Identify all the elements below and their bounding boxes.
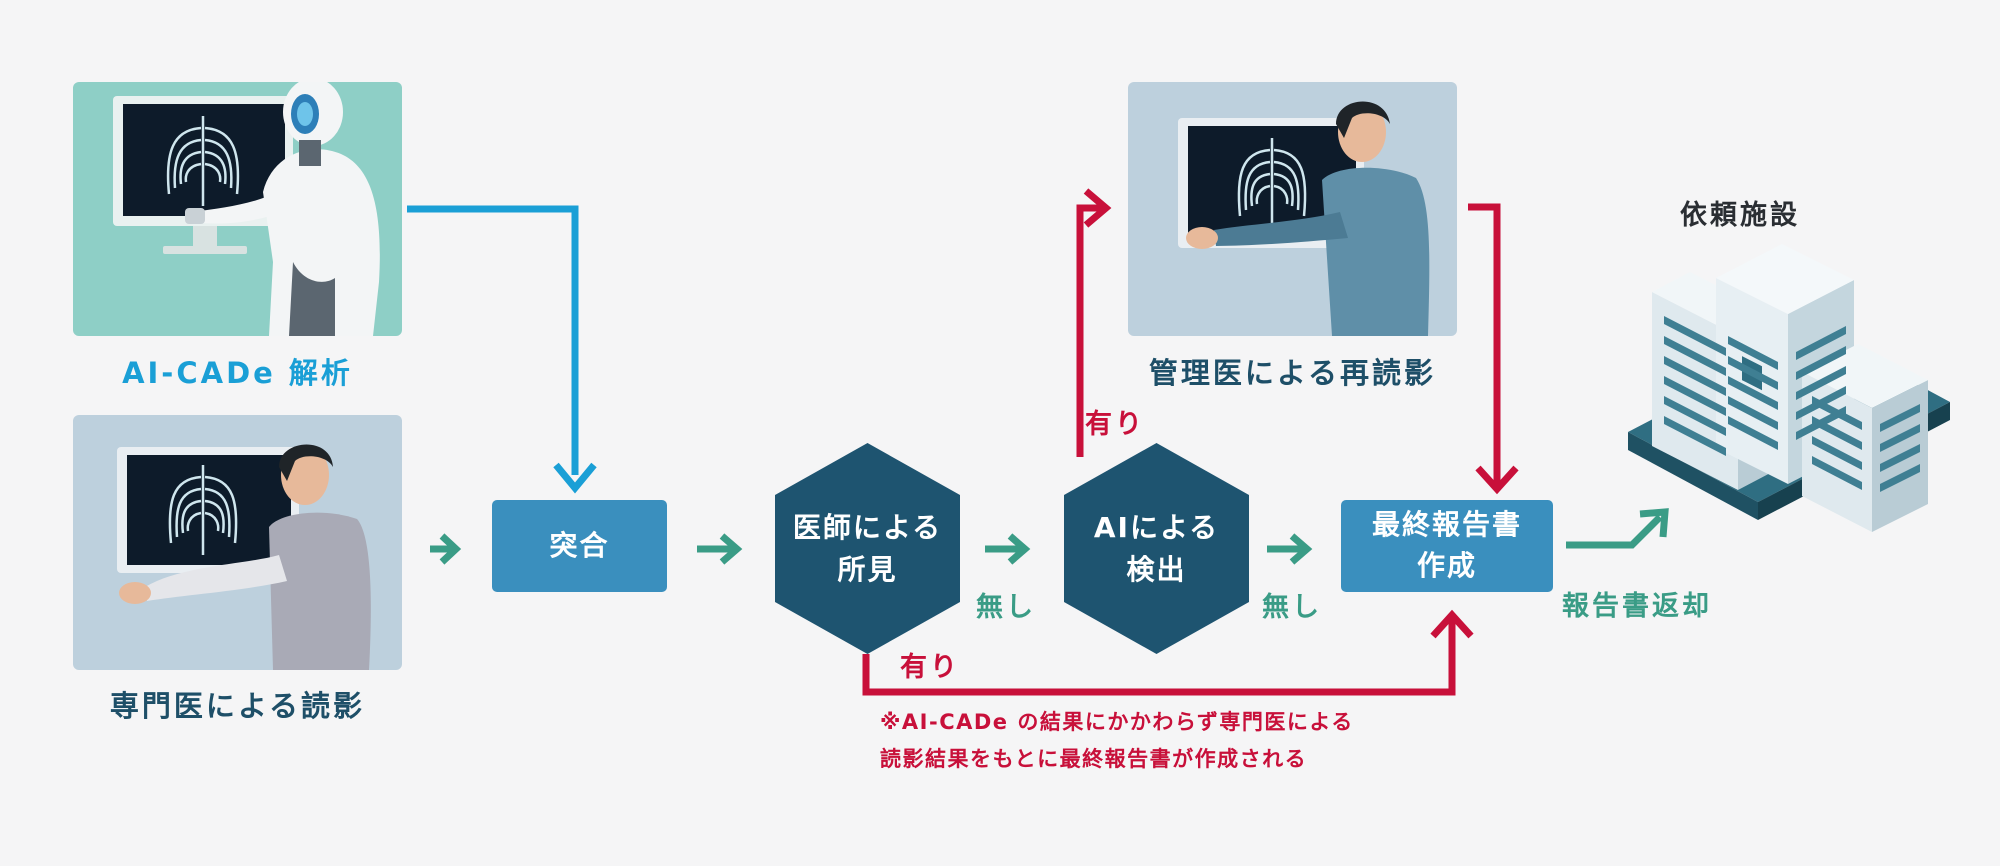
ai-detection-line2: 検出 — [1126, 552, 1187, 586]
ai-cade-illustration — [73, 82, 402, 336]
red-flow-detection-to-reread — [1076, 188, 1112, 457]
flow-ai-to-matching — [407, 205, 579, 475]
final-report-line1: 最終報告書 — [1371, 508, 1522, 542]
green-arrow-report-return — [1566, 508, 1669, 549]
ai-detection-line1: AIによる — [1093, 510, 1220, 544]
edge-label-none-2: 無し — [1262, 592, 1322, 623]
ribcage-icon — [1237, 138, 1307, 228]
green-arrow-matching-to-finding — [697, 533, 743, 565]
ai-detection-label: AIによる 検出 — [1064, 443, 1249, 654]
admin-reread-caption: 管理医による再読影 — [1148, 356, 1437, 390]
ai-cade-caption: AI-CADe 解析 — [122, 356, 353, 390]
robot-icon — [185, 82, 380, 336]
ai-detection-hexagon — [1064, 443, 1249, 654]
red-flow-finding-to-report — [862, 609, 1474, 696]
physician-finding-hexagon — [775, 443, 960, 654]
specialist-caption: 専門医による読影 — [109, 689, 366, 723]
matching-label: 突合 — [549, 528, 610, 562]
edge-label-yes-bottom: 有り — [900, 652, 960, 683]
physician-finding-line1: 医師による — [792, 510, 943, 544]
red-flow-reread-to-report — [1468, 203, 1519, 495]
facility-caption: 依頼施設 — [1680, 200, 1800, 231]
ribcage-icon — [168, 465, 238, 555]
specialist-illustration — [73, 415, 402, 670]
admin-reread-illustration — [1128, 82, 1457, 336]
ribcage-icon — [166, 116, 240, 206]
matching-box: 突合 — [492, 500, 667, 592]
edge-label-yes-up: 有り — [1085, 409, 1145, 440]
physician-finding-label: 医師による 所見 — [775, 443, 960, 654]
edge-label-report-return: 報告書返却 — [1562, 591, 1712, 622]
green-arrow-ai-detection-to-report — [1267, 533, 1313, 565]
footnote-line2: 読影結果をもとに最終報告書が作成される — [880, 746, 1308, 771]
final-report-box: 最終報告書 作成 — [1341, 500, 1553, 592]
green-arrow-specialist-to-matching — [430, 533, 462, 565]
edge-label-none-1: 無し — [976, 592, 1036, 623]
doctor-icon — [1186, 101, 1430, 336]
doctor-icon — [119, 444, 371, 670]
footnote: ※AI-CADe の結果にかかわらず専門医による 読影結果をもとに最終報告書が作… — [880, 704, 1354, 778]
hospital-building-icon — [1628, 244, 1950, 532]
footnote-line1: ※AI-CADe の結果にかかわらず専門医による — [880, 710, 1354, 734]
physician-finding-line2: 所見 — [837, 552, 898, 586]
final-report-line2: 作成 — [1416, 549, 1477, 582]
green-arrow-finding-to-ai-detection — [985, 533, 1031, 565]
arrowhead-blue-down — [553, 462, 597, 494]
